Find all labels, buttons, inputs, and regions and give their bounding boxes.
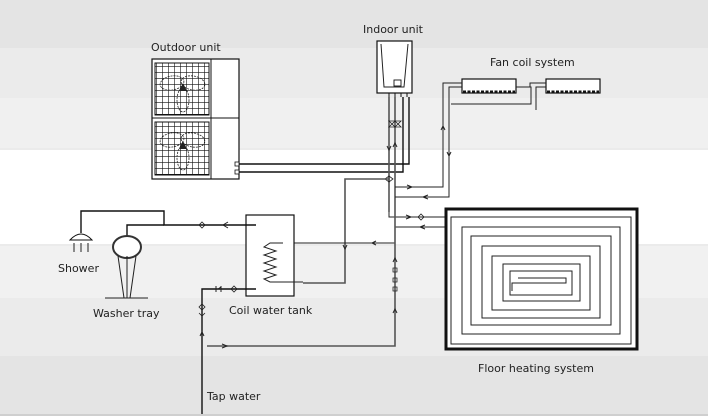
floor-heating-system-label: Floor heating system xyxy=(478,362,594,375)
fan-coil-unit xyxy=(461,78,517,94)
valve-icon xyxy=(417,213,425,221)
flow-arrow-icon xyxy=(222,221,229,229)
outdoor-unit xyxy=(151,58,240,180)
washer-tray-label: Washer tray xyxy=(93,307,160,320)
valve-icon xyxy=(230,285,238,293)
fan-hub-icon xyxy=(179,141,187,149)
valve-icon xyxy=(388,120,396,128)
shower-icon xyxy=(68,233,94,252)
outdoor-unit-label: Outdoor unit xyxy=(151,41,221,54)
flow-arrow-icon xyxy=(392,141,398,148)
valve-icon xyxy=(198,303,206,317)
coil-water-tank xyxy=(245,214,303,297)
background-band xyxy=(0,0,708,48)
flow-arrow-icon xyxy=(199,330,205,337)
flow-arrow-icon xyxy=(370,240,377,246)
indoor-unit-label: Indoor unit xyxy=(363,23,424,36)
valve-icon xyxy=(394,120,402,128)
flow-arrow-icon xyxy=(405,214,413,220)
flow-arrow-icon xyxy=(440,124,446,131)
flow-arrow-icon xyxy=(421,194,429,200)
flow-arrow-icon xyxy=(221,343,229,349)
fan-hub-icon xyxy=(179,83,187,91)
flow-arrow-icon xyxy=(418,224,426,230)
valve-icon xyxy=(198,221,206,229)
flow-arrow-icon xyxy=(392,307,398,314)
valve-icon xyxy=(392,267,398,292)
check-valve-icon xyxy=(215,286,222,292)
fan-coil-system-label: Fan coil system xyxy=(490,56,575,69)
flow-arrow-icon xyxy=(406,184,414,190)
floor-heating-system xyxy=(444,207,639,351)
background-band xyxy=(0,98,708,148)
flow-arrow-icon xyxy=(446,151,452,158)
tap-water-label: Tap water xyxy=(206,390,261,403)
flow-arrow-icon xyxy=(392,256,398,263)
flow-arrow-icon xyxy=(342,244,348,251)
coil-water-tank-label: Coil water tank xyxy=(229,304,313,317)
fan-coil-unit xyxy=(545,78,601,94)
flow-arrow-icon xyxy=(386,145,392,152)
heating-coil-icon xyxy=(262,242,303,283)
background-band xyxy=(0,414,708,416)
washer-tray-icon xyxy=(105,235,148,299)
background-band xyxy=(0,356,708,414)
indoor-unit xyxy=(376,40,413,97)
shower-label: Shower xyxy=(58,262,99,275)
